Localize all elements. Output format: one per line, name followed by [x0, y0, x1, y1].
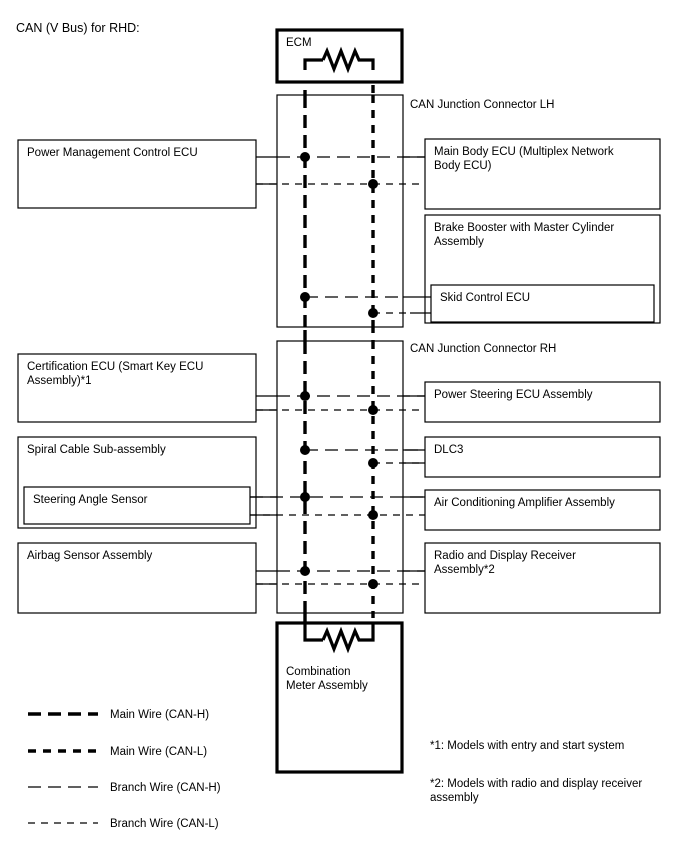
- can-junction-connector-lh-box[interactable]: CAN Junction Connector LH: [276, 94, 554, 328]
- air-conditioning-amplifier-label: Air Conditioning Amplifier Assembly: [434, 497, 615, 509]
- branch-wires-row-skid-control: [305, 296, 431, 314]
- legend-item-main-wire-can-h: Main Wire (CAN-H): [28, 709, 209, 721]
- certification-ecu-label-line2: Assembly)*1: [27, 375, 92, 387]
- air-conditioning-amplifier-box[interactable]: Air Conditioning Amplifier Assembly: [424, 489, 661, 531]
- legend-label-main-wire-can-l: Main Wire (CAN-L): [110, 746, 207, 758]
- junction-node-dot: [368, 510, 378, 520]
- main-body-ecu-label-line2: Body ECU): [434, 160, 492, 172]
- brake-booster-label-line1: Brake Booster with Master Cylinder: [434, 222, 614, 234]
- ecm-label: ECM: [286, 37, 312, 49]
- branch-wires-row-dlc3: [305, 449, 425, 464]
- combination-meter-label-line1: Combination: [286, 666, 351, 678]
- spiral-cable-label: Spiral Cable Sub-assembly: [27, 444, 166, 456]
- radio-display-receiver-box[interactable]: Radio and Display Receiver Assembly*2: [424, 542, 661, 614]
- main-body-ecu-box[interactable]: Main Body ECU (Multiplex Network Body EC…: [424, 138, 661, 210]
- steering-angle-sensor-label: Steering Angle Sensor: [33, 494, 148, 506]
- power-management-control-ecu-label: Power Management Control ECU: [27, 147, 198, 159]
- combination-meter-terminating-resistor-icon: [303, 623, 375, 654]
- ecm-terminating-resistor-icon: [303, 46, 375, 74]
- junction-node-dot: [368, 179, 378, 189]
- junction-node-dot: [300, 492, 310, 502]
- junction-node-dot: [368, 308, 378, 318]
- certification-ecu-box[interactable]: Certification ECU (Smart Key ECU Assembl…: [17, 353, 257, 423]
- branch-wires-row-steering-ac: [250, 496, 425, 516]
- legend: Main Wire (CAN-H) Main Wire (CAN-L) Bran…: [28, 709, 221, 830]
- airbag-sensor-assembly-label: Airbag Sensor Assembly: [27, 550, 153, 562]
- can-junction-connector-lh-label: CAN Junction Connector LH: [410, 99, 554, 111]
- ecm-box[interactable]: ECM: [275, 28, 404, 84]
- junction-node-dot: [300, 391, 310, 401]
- legend-label-branch-wire-can-h: Branch Wire (CAN-H): [110, 782, 221, 794]
- legend-item-branch-wire-can-l: Branch Wire (CAN-L): [28, 818, 219, 830]
- footnote-2-line1: *2: Models with radio and display receiv…: [430, 778, 642, 790]
- junction-node-dot: [368, 458, 378, 468]
- skid-control-ecu-label: Skid Control ECU: [440, 292, 530, 304]
- brake-booster-label-line2: Assembly: [434, 236, 484, 248]
- footnote-2-line2: assembly: [430, 792, 479, 804]
- legend-label-branch-wire-can-l: Branch Wire (CAN-L): [110, 818, 219, 830]
- legend-item-main-wire-can-l: Main Wire (CAN-L): [28, 746, 207, 758]
- steering-angle-sensor-box[interactable]: Steering Angle Sensor: [23, 486, 251, 525]
- footnote-1: *1: Models with entry and start system: [430, 740, 624, 752]
- power-steering-ecu-label: Power Steering ECU Assembly: [434, 389, 593, 401]
- combination-meter-assembly-box[interactable]: Combination Meter Assembly: [275, 621, 404, 774]
- radio-display-receiver-label-line1: Radio and Display Receiver: [434, 550, 576, 562]
- junction-node-dot: [300, 566, 310, 576]
- power-steering-ecu-box[interactable]: Power Steering ECU Assembly: [424, 381, 661, 423]
- airbag-sensor-assembly-box[interactable]: Airbag Sensor Assembly: [17, 542, 257, 614]
- certification-ecu-label-line1: Certification ECU (Smart Key ECU: [27, 361, 203, 373]
- legend-label-main-wire-can-h: Main Wire (CAN-H): [110, 709, 209, 721]
- combination-meter-label-line2: Meter Assembly: [286, 680, 368, 692]
- dlc3-label: DLC3: [434, 444, 463, 456]
- junction-node-dot: [368, 405, 378, 415]
- can-junction-connector-rh-label: CAN Junction Connector RH: [410, 343, 556, 355]
- junction-node-dot: [300, 445, 310, 455]
- main-body-ecu-label-line1: Main Body ECU (Multiplex Network: [434, 146, 614, 158]
- junction-node-dot: [300, 292, 310, 302]
- junction-node-dot: [300, 152, 310, 162]
- skid-control-ecu-box[interactable]: Skid Control ECU: [430, 284, 655, 323]
- radio-display-receiver-label-line2: Assembly*2: [434, 564, 495, 576]
- power-management-control-ecu-box[interactable]: Power Management Control ECU: [17, 139, 257, 209]
- legend-item-branch-wire-can-h: Branch Wire (CAN-H): [28, 782, 221, 794]
- junction-node-dot: [368, 579, 378, 589]
- page-title: CAN (V Bus) for RHD:: [16, 21, 140, 35]
- can-junction-connector-rh-box[interactable]: CAN Junction Connector RH: [276, 340, 556, 614]
- dlc3-box[interactable]: DLC3: [424, 436, 661, 478]
- footnotes: *1: Models with entry and start system *…: [430, 740, 642, 804]
